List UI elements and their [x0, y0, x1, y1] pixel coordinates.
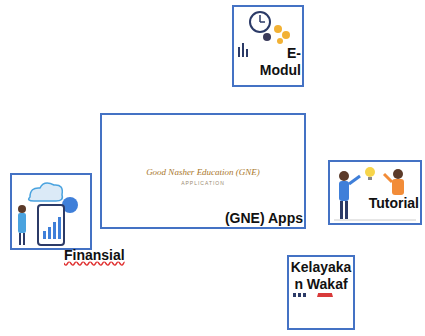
app-logo-subtitle: APPLICATION — [102, 180, 304, 186]
app-logo-text: Good Nasher Education (GNE) — [102, 167, 304, 177]
app-box: E-Modul — [232, 5, 304, 87]
finance-label: Finansial — [63, 247, 126, 264]
icon-illustration — [12, 175, 90, 248]
app-box: Tutorial — [328, 160, 422, 225]
app-box: Kelayakan Wakaf — [287, 255, 355, 330]
app-label: (GNE) Apps — [224, 210, 304, 227]
tutorial-label: Tutorial — [368, 195, 420, 212]
app-box: Finansial — [10, 173, 92, 250]
icon-illustration — [330, 162, 420, 223]
module-label: E-Modul — [250, 45, 302, 79]
app-box: Good Nasher Education (GNE) APPLICATION (G… — [100, 113, 306, 229]
eligibility-label: Kelayakan Wakaf — [289, 259, 353, 293]
